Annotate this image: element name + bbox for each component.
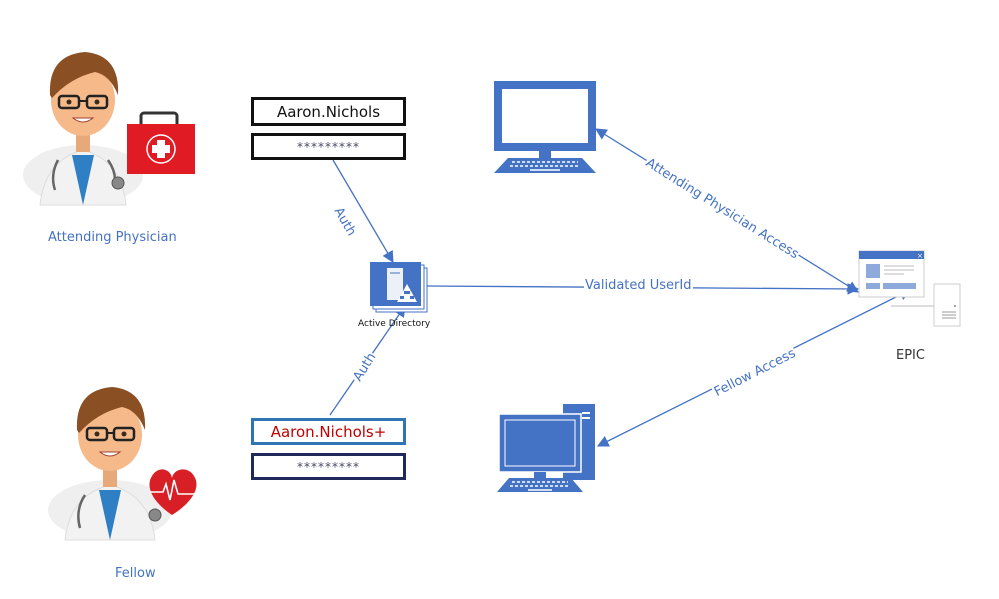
laptop-icon [494,81,596,173]
epic-application-icon: × [858,250,925,298]
first-aid-kit-icon [127,111,195,174]
active-directory-icon [370,262,428,313]
validated-userid-label: Validated UserId [584,278,693,293]
fellow-username-field[interactable]: Aaron.Nichols+ [251,418,406,445]
epic-label: EPIC [896,348,925,363]
fellow-label: Fellow [115,566,156,581]
fellow-password-field[interactable]: ********* [251,453,406,480]
close-icon: × [917,252,923,260]
attending-physician-label: Attending Physician [48,230,177,245]
auth-top-connector [332,159,394,264]
attending-username-field[interactable]: Aaron.Nichols [251,97,406,126]
attending-physician-avatar [23,52,143,206]
active-directory-label: Active Directory [358,319,431,329]
desktop-computer-icon [497,404,595,492]
heart-pulse-icon [149,469,197,515]
fellow-avatar [48,387,172,541]
epic-server-icon [891,283,961,327]
attending-password-field[interactable]: ********* [251,133,406,160]
